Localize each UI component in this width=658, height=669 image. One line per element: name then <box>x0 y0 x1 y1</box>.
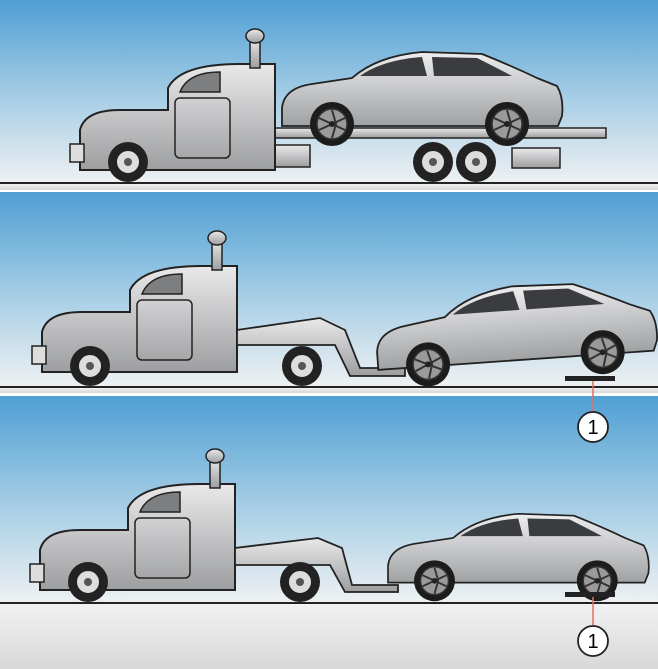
wheel-lift-boom <box>236 317 406 377</box>
callout-label: 1 <box>587 417 598 439</box>
callouts: 1 1 <box>577 381 609 657</box>
flatbed-deck <box>237 127 607 139</box>
panel-wheel-lift-rear-dollies <box>0 396 658 669</box>
callout-circle <box>577 411 609 443</box>
callout-label: 1 <box>587 631 598 653</box>
wheel-dolly <box>565 592 615 597</box>
panel-wheel-lift-dollies <box>0 192 658 393</box>
callout-circle <box>577 625 609 657</box>
panel-flatbed <box>0 0 658 190</box>
wheel-lift-boom <box>234 537 399 593</box>
wheel-dolly <box>565 376 615 381</box>
